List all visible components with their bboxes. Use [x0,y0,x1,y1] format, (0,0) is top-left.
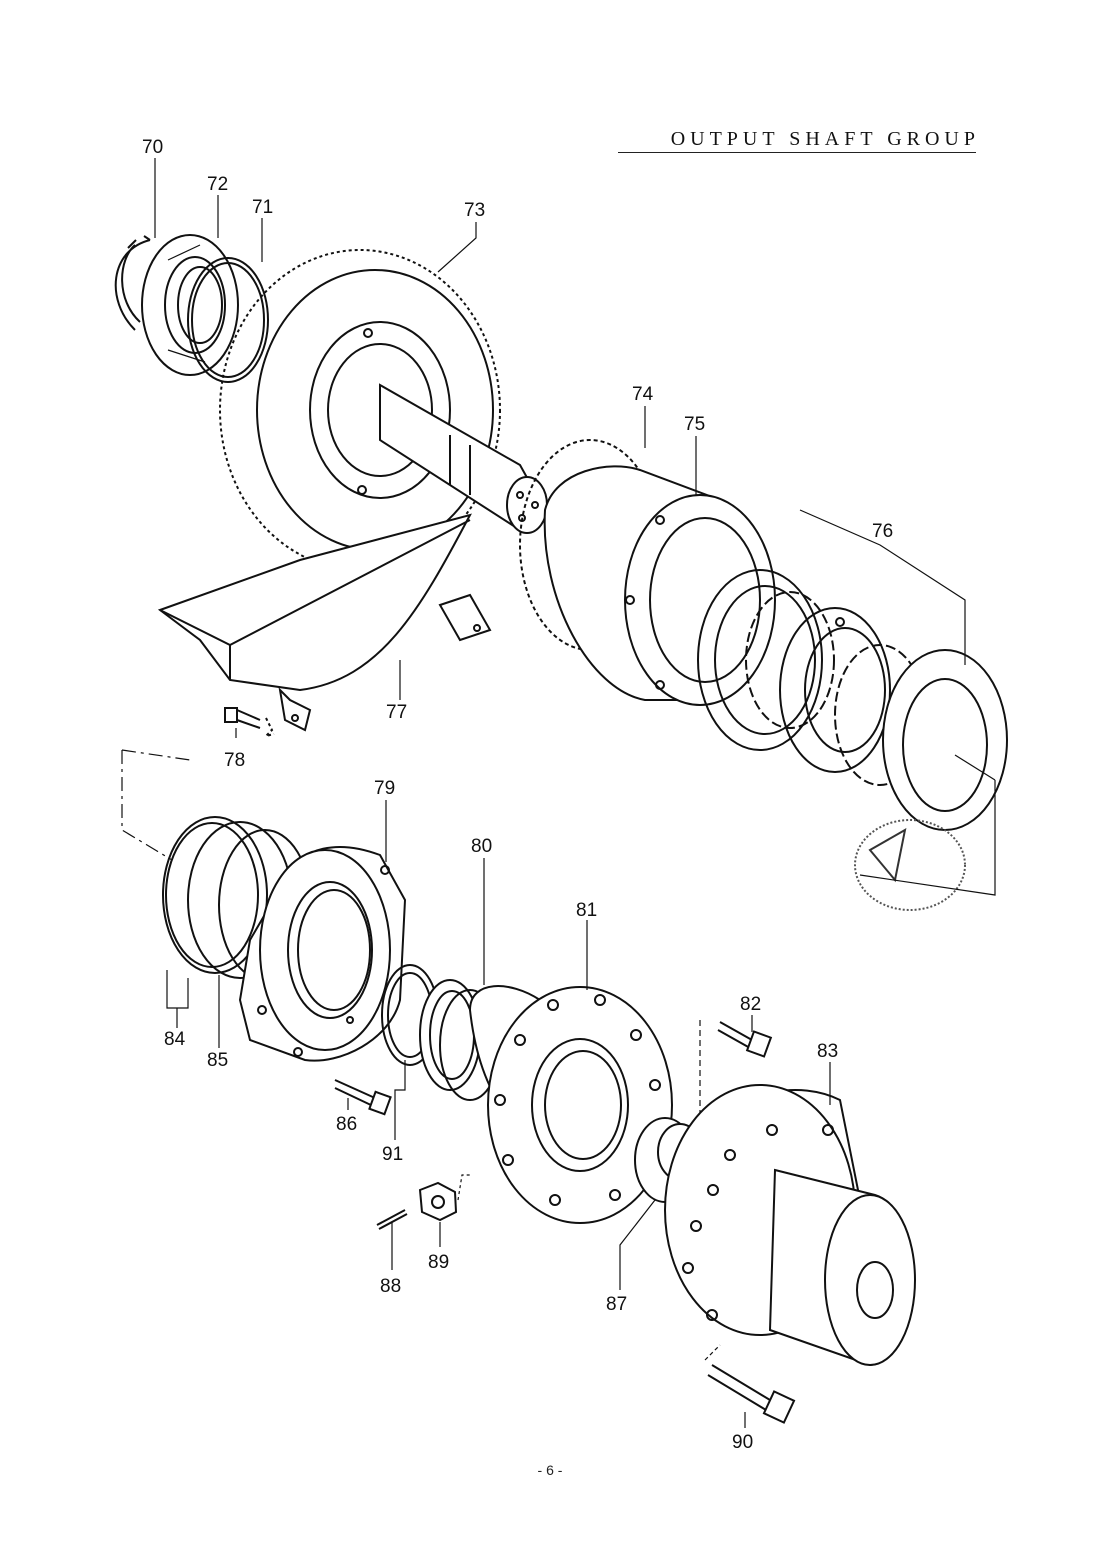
callout-86: 86 [336,1114,357,1135]
part-84-shim-set [162,816,293,979]
part-89-castle-nut [418,1174,470,1222]
callout-labels: 70 71 72 73 74 75 76 77 78 79 80 81 82 8… [142,137,893,1453]
part-79-seal-retainer [238,846,407,1062]
callout-90: 90 [732,1432,753,1453]
leader-lines [121,158,831,1428]
bracket-76 [799,509,996,896]
part-70-snap-ring [114,235,151,331]
part-88-cotter-pin [376,1209,408,1230]
callout-91: 91 [382,1144,403,1165]
part-81-output-flange [468,985,673,1224]
title-underline [618,152,976,153]
callout-73: 73 [464,200,485,221]
callout-75: 75 [684,414,705,435]
part-78-bolt [224,707,275,738]
callout-77: 77 [386,702,407,723]
callout-80: 80 [471,836,492,857]
callout-84: 84 [164,1029,186,1050]
callout-88: 88 [380,1276,401,1297]
callout-71: 71 [252,197,273,218]
page-number: - 6 - [537,1462,563,1478]
part-75-bearing-cage [543,465,776,706]
part-90-bolt [704,1344,796,1424]
diagram-title: OUTPUT SHAFT GROUP [670,128,980,150]
callout-81: 81 [576,900,597,921]
callout-79: 79 [374,778,395,799]
part-71-snap-ring [187,257,269,383]
part-83-yoke [664,1084,916,1367]
callout-78: 78 [224,750,245,771]
callout-85: 85 [207,1050,228,1071]
callout-83: 83 [817,1041,838,1062]
part-86-bolt [334,1079,392,1116]
callout-70: 70 [142,137,163,158]
part-77-oil-guard [157,513,492,732]
callout-74: 74 [632,384,654,405]
callout-72: 72 [207,174,228,195]
callout-76: 76 [872,521,893,542]
part-73-output-gear-shaft [219,249,548,571]
callout-87: 87 [606,1294,627,1315]
ink-stamp-mark [854,819,966,911]
callout-82: 82 [740,994,761,1015]
callout-89: 89 [428,1252,449,1273]
